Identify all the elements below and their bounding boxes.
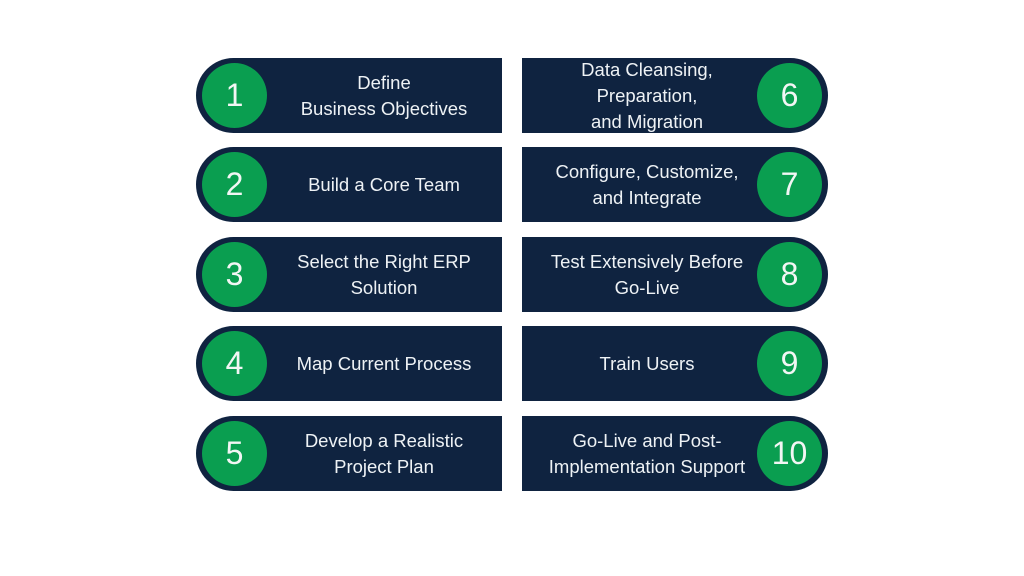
step-label: Train Users — [599, 352, 695, 374]
step-number-badge: 1 — [202, 63, 267, 128]
step-number-badge: 5 — [202, 421, 267, 486]
step-card-2: 2 Build a Core Team — [196, 147, 502, 222]
step-card-10: 10 Go-Live and Post- Implementation Supp… — [522, 416, 828, 491]
step-number-badge: 6 — [757, 63, 822, 128]
step-number-badge: 8 — [757, 242, 822, 307]
step-label: Build a Core Team — [308, 173, 460, 195]
step-card-9: 9 Train Users — [522, 326, 828, 401]
step-card-7: 7 Configure, Customize, and Integrate — [522, 147, 828, 222]
step-number-badge: 9 — [757, 331, 822, 396]
step-label: Data Cleansing, Preparation, and Migrati… — [581, 58, 713, 132]
step-card-3: 3 Select the Right ERP Solution — [196, 237, 502, 312]
step-label: Select the Right ERP Solution — [297, 250, 471, 298]
step-number-badge: 7 — [757, 152, 822, 217]
step-number-badge: 2 — [202, 152, 267, 217]
step-number-badge: 3 — [202, 242, 267, 307]
step-card-8: 8 Test Extensively Before Go-Live — [522, 237, 828, 312]
step-label: Map Current Process — [296, 352, 472, 374]
step-label: Define Business Objectives — [300, 71, 468, 119]
step-label: Configure, Customize, and Integrate — [555, 160, 739, 208]
step-card-5: 5 Develop a Realistic Project Plan — [196, 416, 502, 491]
step-label: Develop a Realistic Project Plan — [304, 429, 464, 477]
step-card-6: 6 Data Cleansing, Preparation, and Migra… — [522, 58, 828, 133]
step-card-1: 1 Define Business Objectives — [196, 58, 502, 133]
step-label: Test Extensively Before Go-Live — [550, 250, 744, 298]
step-card-4: 4 Map Current Process — [196, 326, 502, 401]
step-number-badge: 4 — [202, 331, 267, 396]
step-number-badge: 10 — [757, 421, 822, 486]
step-label: Go-Live and Post- Implementation Support — [548, 429, 746, 477]
